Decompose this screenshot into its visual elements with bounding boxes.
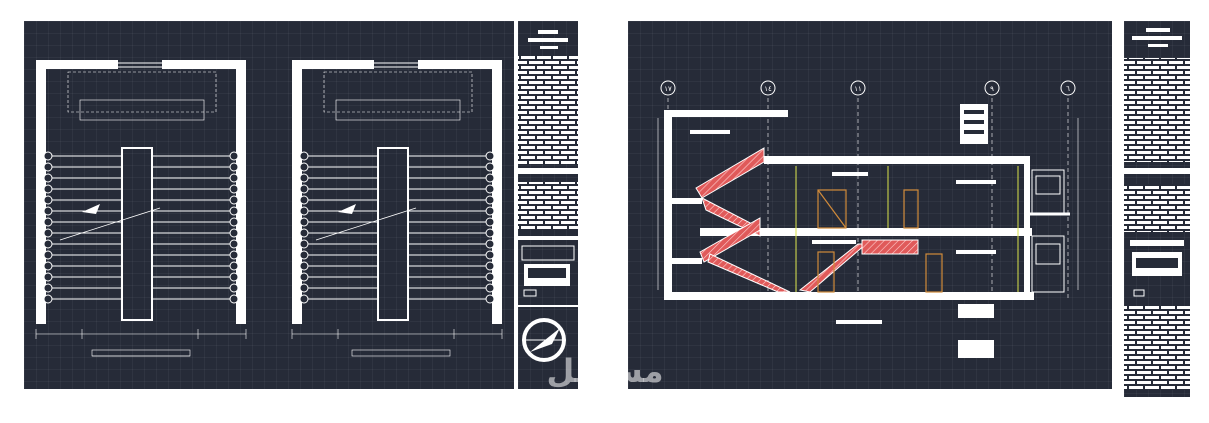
dimension-lines-2 — [291, 329, 503, 357]
facade-elevation — [1030, 169, 1070, 293]
stair-plan-2 — [292, 60, 502, 324]
grid-bubbles — [660, 80, 1076, 96]
level-marks — [657, 118, 1079, 290]
north-arrow-icon — [522, 318, 566, 362]
grid-label: ١٤ — [764, 85, 772, 93]
watermark-arabic: مستقل — [546, 352, 664, 390]
dimension-lines-1 — [35, 329, 247, 357]
stair-flights — [695, 147, 919, 293]
right-title-block-icon — [1124, 28, 1190, 390]
brick-pattern-icon — [1124, 58, 1190, 162]
grid-label: ١١ — [854, 85, 862, 93]
grid-label: ٦ — [1066, 85, 1070, 93]
section-structure — [664, 110, 1034, 300]
plan-canvas — [24, 21, 514, 389]
grid-bubble-labels: ١٧ ١٤ ١١ ٩ ٦ — [664, 85, 1070, 93]
brick-pattern-icon — [518, 56, 578, 164]
step-markers-2 — [299, 151, 495, 304]
title-block-icon — [518, 30, 578, 307]
stair-plan-1 — [36, 60, 246, 324]
watermark: مستقل mostaql.com — [530, 352, 680, 414]
watermark-domain: mostaql.com — [556, 390, 654, 408]
grid-label: ١٧ — [664, 85, 672, 93]
step-markers-1 — [43, 151, 239, 304]
stair-treads-1 — [46, 155, 236, 300]
doors — [817, 189, 943, 293]
grid-label: ٩ — [990, 85, 994, 93]
stair-treads-2 — [302, 155, 492, 300]
section-labels — [690, 104, 996, 358]
yellow-dims — [795, 166, 1019, 292]
